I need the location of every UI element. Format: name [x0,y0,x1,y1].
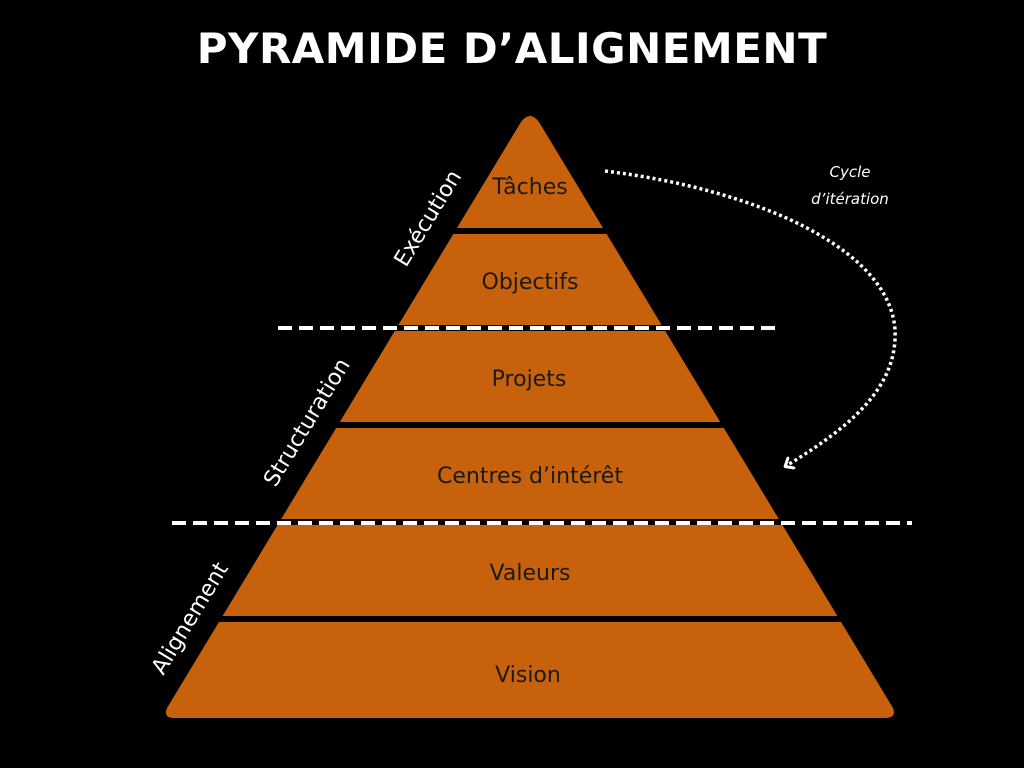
cycle-label-line1: Cycle [830,163,871,181]
level-taches: Tâches [491,175,567,200]
page-title: PYRAMIDE D’ALIGNEMENT [196,24,828,73]
pyramid-shape [165,116,894,718]
level-vision: Vision [495,663,561,688]
dotted-curved-arrow-icon [604,169,897,466]
level-projets: Projets [492,367,567,392]
cycle-label-line2: d’itération [811,190,889,208]
level-objectifs: Objectifs [482,270,579,295]
level-centres-interet: Centres d’intérêt [437,464,623,489]
level-valeurs: Valeurs [490,561,571,586]
